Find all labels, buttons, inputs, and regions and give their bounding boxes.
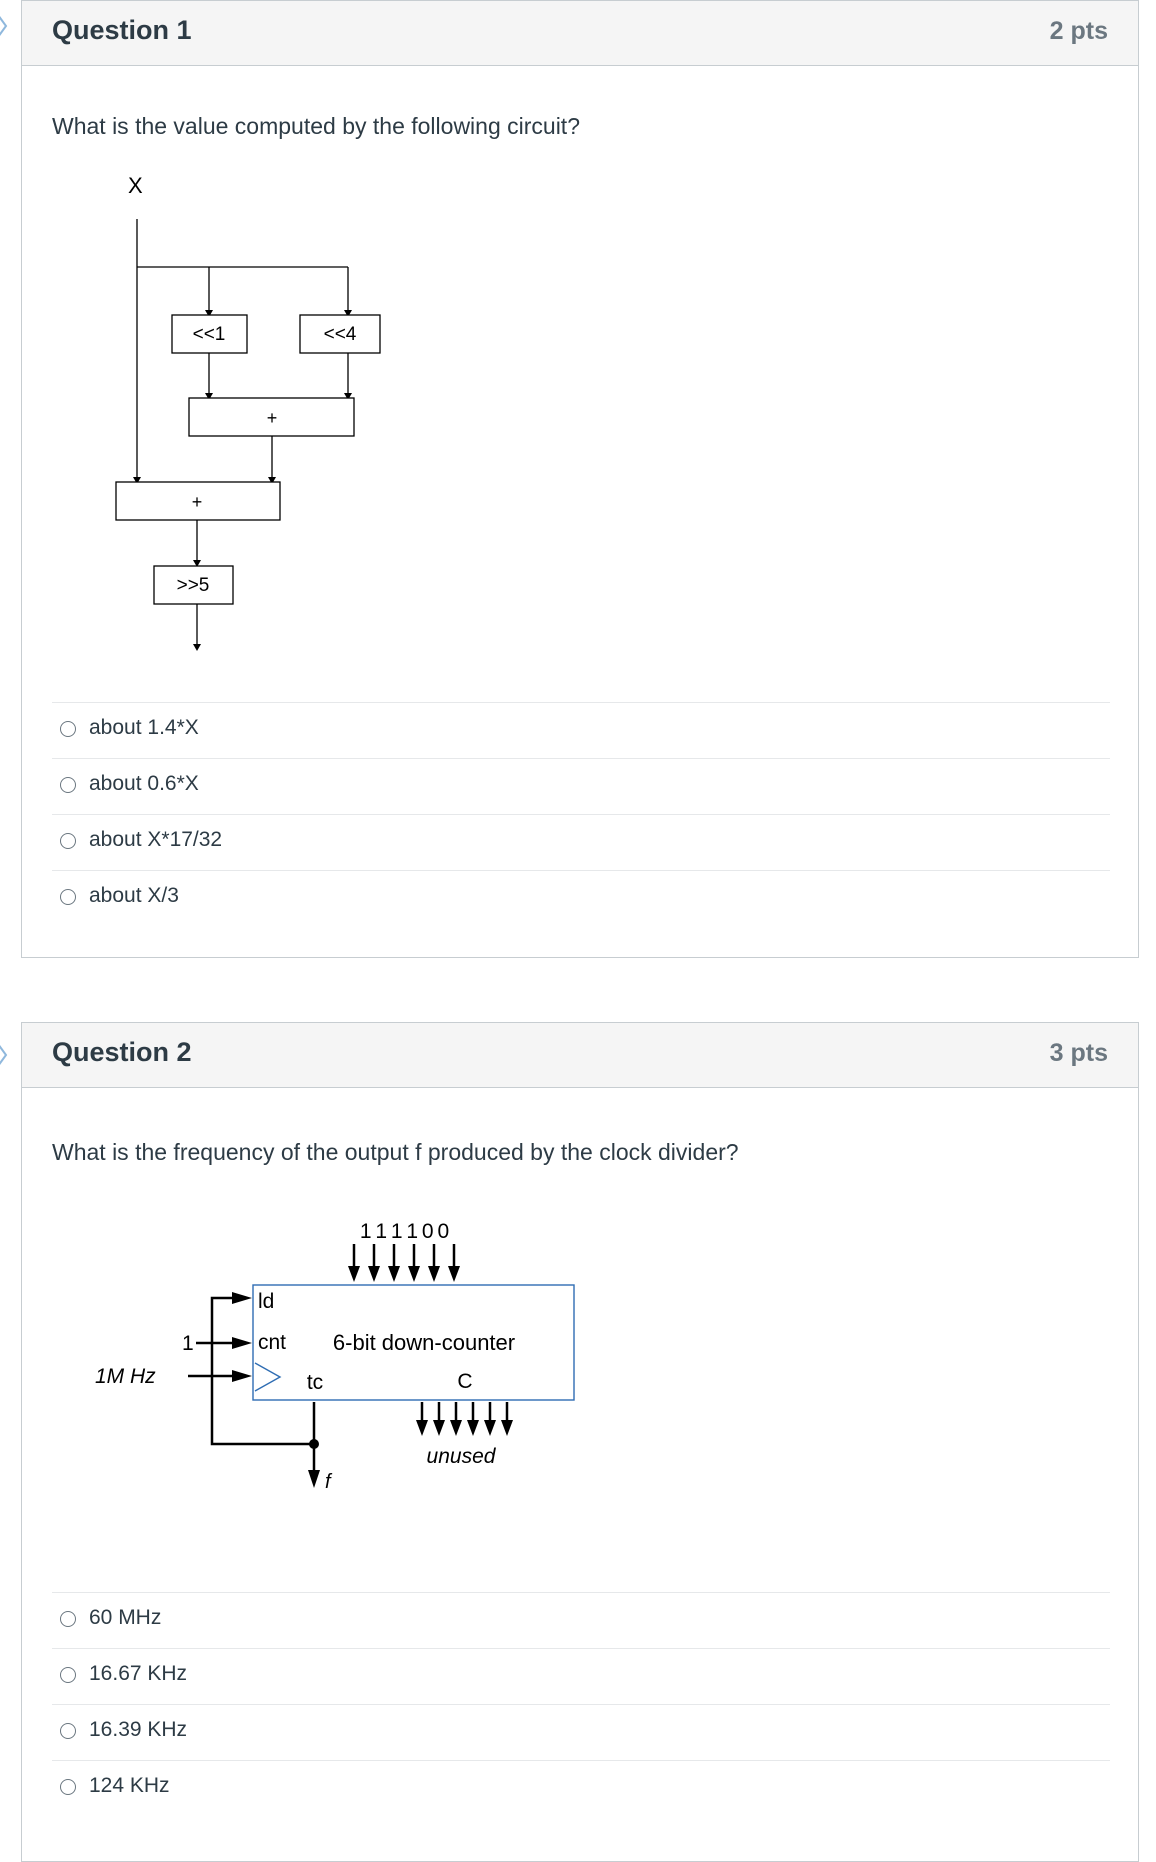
- answer-option[interactable]: about 0.6*X: [52, 758, 1110, 814]
- answer-label: about 0.6*X: [89, 772, 199, 795]
- unused-label: unused: [427, 1445, 497, 1468]
- radio-button[interactable]: [60, 1779, 76, 1795]
- c-label: C: [457, 1370, 472, 1393]
- clock-divider-diagram: 1 1 1 1 0 0 ld cnt 6-bit down-counter tc…: [95, 1220, 575, 1493]
- radio-button[interactable]: [60, 1611, 76, 1627]
- question-title: Question 2: [52, 1037, 192, 1067]
- count-output-arrows: [416, 1402, 513, 1436]
- clock-input-label: 1M Hz: [95, 1365, 156, 1388]
- question-title: Question 1: [52, 15, 192, 45]
- answer-label: about 1.4*X: [89, 716, 199, 739]
- answer-label: 16.39 KHz: [89, 1718, 188, 1741]
- radio-button[interactable]: [60, 889, 76, 905]
- adder-top-block: [188, 397, 355, 437]
- answer-option[interactable]: 124 KHz: [52, 1760, 1110, 1816]
- answer-label: 16.67 KHz: [89, 1662, 188, 1685]
- radio-button[interactable]: [60, 777, 76, 793]
- question-header: Question 1 2 pts: [22, 1, 1138, 66]
- shift-left-4-block: [299, 314, 381, 354]
- question-points: 3 pts: [1049, 1039, 1108, 1067]
- answer-label: 124 KHz: [89, 1774, 170, 1797]
- adder-bottom-block: [115, 481, 281, 521]
- load-value-bits: 1 1 1 1 0 0: [360, 1220, 449, 1243]
- tc-label: tc: [307, 1371, 323, 1394]
- output-f-label: f: [325, 1471, 333, 1493]
- answer-option[interactable]: 60 MHz: [52, 1592, 1110, 1648]
- answer-list: 60 MHz 16.67 KHz 16.39 KHz 124 KHz: [52, 1592, 1110, 1816]
- shift-right-5-label: >>5: [177, 575, 210, 596]
- chevron-right-icon[interactable]: [0, 11, 10, 41]
- answer-label: about X*17/32: [89, 828, 223, 851]
- question-text: What is the frequency of the output f pr…: [52, 1139, 739, 1165]
- load-input-arrows: [348, 1244, 460, 1282]
- cnt-label: cnt: [258, 1331, 286, 1354]
- answer-option[interactable]: about X/3: [52, 870, 1110, 926]
- question-card-2: Question 2 3 pts What is the frequency o…: [21, 1022, 1139, 1862]
- shift-left-1-label: <<1: [193, 324, 226, 345]
- radio-button[interactable]: [60, 833, 76, 849]
- shift-left-4-label: <<4: [324, 324, 357, 345]
- question-card-1: Question 1 2 pts What is the value compu…: [21, 0, 1139, 958]
- answer-option[interactable]: 16.67 KHz: [52, 1648, 1110, 1704]
- input-label: X: [128, 173, 143, 198]
- answer-option[interactable]: about X*17/32: [52, 814, 1110, 870]
- answer-list: about 1.4*X about 0.6*X about X*17/32 ab…: [52, 702, 1110, 926]
- cnt-input-value: 1: [182, 1332, 194, 1355]
- adder-bottom-label: +: [192, 492, 203, 512]
- answer-option[interactable]: 16.39 KHz: [52, 1704, 1110, 1760]
- question-points: 2 pts: [1049, 17, 1108, 45]
- question-text: What is the value computed by the follow…: [52, 113, 580, 139]
- circuit-diagram: X <<1 <<4 + + >>5: [115, 173, 381, 651]
- radio-button[interactable]: [60, 1723, 76, 1739]
- answer-option[interactable]: about 1.4*X: [52, 702, 1110, 758]
- chevron-right-icon[interactable]: [0, 1040, 10, 1070]
- shift-right-5-block: [153, 565, 234, 605]
- question-header: Question 2 3 pts: [22, 1023, 1138, 1088]
- ld-label: ld: [258, 1290, 274, 1313]
- radio-button[interactable]: [60, 721, 76, 737]
- adder-top-label: +: [267, 408, 278, 428]
- answer-label: about X/3: [89, 884, 179, 907]
- radio-button[interactable]: [60, 1667, 76, 1683]
- down-counter-block: [252, 1284, 575, 1401]
- counter-label: 6-bit down-counter: [333, 1330, 515, 1355]
- answer-label: 60 MHz: [89, 1606, 162, 1629]
